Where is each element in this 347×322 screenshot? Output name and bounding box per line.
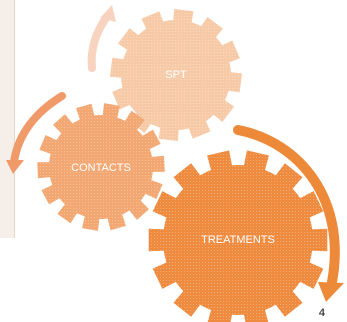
arrow-treatments	[233, 125, 344, 302]
gear-spt-label: SPT	[165, 69, 187, 81]
gear-treatments: TREATMENTS	[148, 150, 328, 322]
gear-spt: SPT	[110, 9, 242, 141]
arrow-spt	[87, 5, 116, 72]
gear-spt-texture	[110, 9, 242, 141]
gear-contacts: CONTACTS	[37, 103, 165, 231]
gear-treatments-texture	[148, 150, 328, 322]
gear-contacts-label: CONTACTS	[71, 162, 131, 174]
left-edge-panel	[0, 0, 15, 238]
gear-contacts-texture	[37, 103, 165, 231]
gear-treatments-label: TREATMENTS	[201, 234, 275, 246]
slide-number: 4	[318, 307, 325, 319]
arrow-contacts	[6, 92, 66, 174]
